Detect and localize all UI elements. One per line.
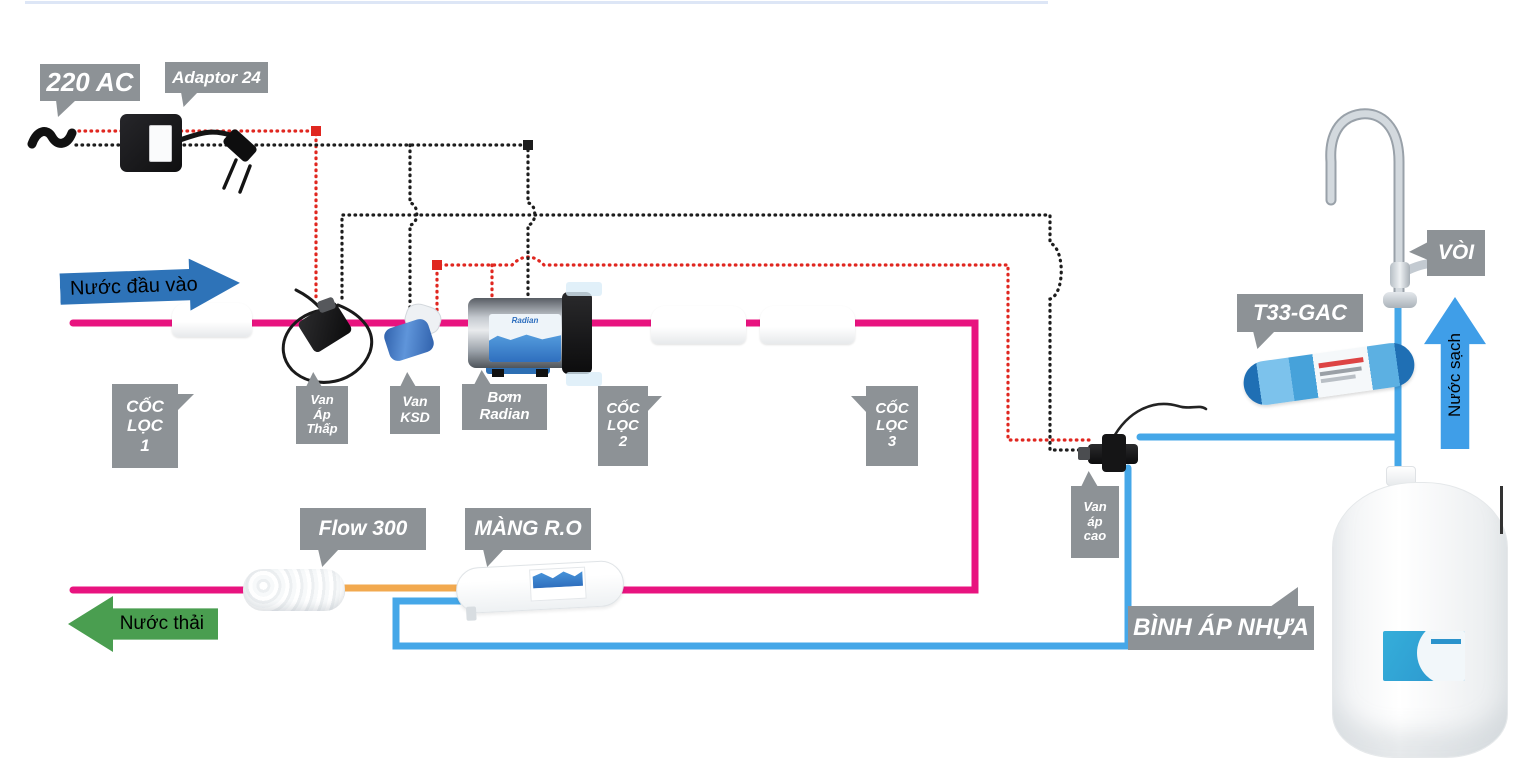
pump-ghost-fitting-bottom: [566, 372, 602, 386]
hp-valve-wire: [1110, 402, 1208, 442]
filter2-cap: [651, 306, 746, 344]
label-220ac: 220 AC: [40, 64, 140, 117]
filter3-label: [793, 390, 836, 548]
high-pressure-valve-stem: [1102, 434, 1126, 472]
filter1-cap: [172, 303, 252, 337]
tank-rod: [1500, 486, 1503, 534]
pump-body-text: Radian: [511, 316, 539, 325]
adaptor-cord: [177, 129, 233, 143]
label-membrane: MÀNG R.O: [465, 508, 591, 567]
pump-foot-right: [536, 369, 548, 377]
label-filter2: CỐC LỌC 2: [598, 386, 662, 466]
pump-head: [562, 292, 592, 374]
faucet-gooseneck: [1327, 110, 1403, 306]
label-pump: Bơm Radian: [462, 370, 547, 430]
wire-node-red-1: [311, 126, 321, 136]
power-adaptor-window: [149, 125, 172, 162]
wire-black-branch-ksd: [408, 143, 419, 314]
flow-restrictor: [243, 569, 345, 611]
clean-water-arrow-text: Nước sạch: [1445, 333, 1464, 417]
label-flow300: Flow 300: [300, 508, 426, 567]
top-divider: [25, 1, 1048, 4]
wire-red-adaptor-to-lp-valve: [71, 129, 318, 302]
label-filter1: CỐC LỌC 1: [112, 384, 194, 468]
label-adaptor: Adaptor 24: [165, 62, 268, 107]
pump-foot-left: [492, 369, 504, 377]
wire-node-red-2: [432, 260, 442, 270]
faucet-base: [1383, 292, 1417, 308]
filter1-label: [206, 410, 243, 514]
ac-tilde-icon: [27, 127, 77, 149]
wire-node-black-1: [523, 140, 533, 150]
label-faucet: VÒI: [1409, 230, 1485, 276]
waste-arrow-text: Nước thải: [119, 613, 204, 634]
faucet-joint: [1390, 262, 1410, 288]
wire-black-lp-valve-to-hp-valve: [340, 213, 1088, 452]
pressure-tank: [1332, 482, 1508, 758]
label-hp-valve: Van áp cao: [1071, 471, 1119, 558]
label-lp-valve: Van Áp Thấp: [296, 372, 348, 444]
filter2-label: [684, 390, 727, 548]
wire-red-pump-to-hp-valve: [435, 255, 1092, 442]
label-filter3: CỐC LỌC 3: [851, 386, 918, 466]
tank-label: [1383, 631, 1465, 681]
pump-ghost-fitting-top: [566, 282, 602, 296]
label-t33: T33-GAC: [1237, 294, 1363, 349]
pump-label: Radian: [489, 314, 561, 362]
label-ksd-valve: Van KSD: [390, 372, 440, 434]
filter3-cap: [760, 306, 855, 344]
ro-membrane: [454, 559, 626, 621]
faucet-outline: [1325, 108, 1405, 308]
inlet-arrow-text: Nước đầu vào: [69, 272, 199, 300]
pipe-blue-permeate: [392, 464, 1132, 650]
label-tank: BÌNH ÁP NHỰA: [1128, 587, 1314, 650]
high-pressure-valve-fitting: [1078, 447, 1090, 460]
plug-prongs: [222, 158, 252, 194]
